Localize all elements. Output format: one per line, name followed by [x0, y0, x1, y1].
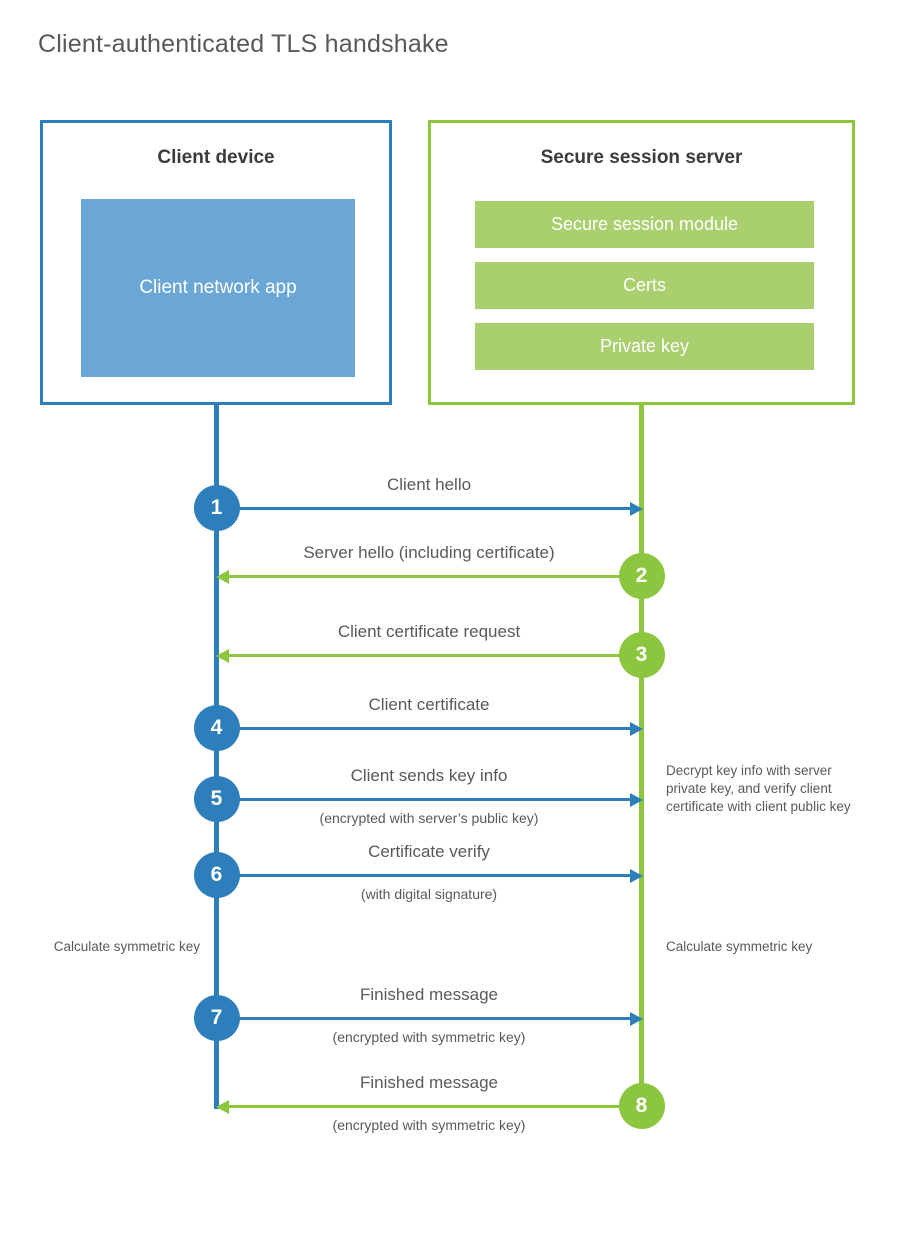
server-component-certs: Certs [475, 262, 814, 309]
message-label-1: Client hello [386, 475, 472, 494]
server-component-private-key: Private key [475, 323, 814, 370]
message-label-7: Finished message [360, 985, 498, 1004]
arrow-line-3 [226, 654, 642, 657]
message-sublabel-8: (encrypted with symmetric key) [332, 1117, 526, 1133]
arrow-line-8 [226, 1105, 642, 1108]
arrow-head-1 [629, 501, 643, 516]
message-label-2: Server hello (including certificate) [303, 543, 555, 562]
step-badge-2[interactable]: 2 [618, 553, 665, 599]
secure-session-server-box: Secure session server Secure session mod… [428, 120, 855, 405]
arrow-head-8 [215, 1099, 229, 1114]
client-device-title: Client device [157, 147, 275, 168]
arrow-head-7 [629, 1011, 643, 1026]
step-badge-4[interactable]: 4 [193, 705, 240, 751]
arrow-head-4 [629, 721, 643, 736]
arrow-head-2 [215, 569, 229, 584]
server-lifeline [639, 402, 644, 1109]
note-server-calculate-symmetric-key: Calculate symmetric key [666, 939, 813, 954]
step-badge-5[interactable]: 5 [193, 776, 240, 822]
arrow-head-6 [629, 868, 643, 883]
message-label-6: Certificate verify [368, 842, 490, 861]
arrow-line-6 [216, 874, 632, 877]
secure-session-server-title: Secure session server [540, 147, 743, 168]
arrow-line-1 [216, 507, 632, 510]
step-badge-7[interactable]: 7 [193, 995, 240, 1041]
page-title: Client-authenticated TLS handshake [38, 30, 449, 58]
step-badge-6[interactable]: 6 [193, 852, 240, 898]
arrow-line-2 [226, 575, 642, 578]
arrow-head-5 [629, 792, 643, 807]
message-sublabel-7: (encrypted with symmetric key) [332, 1029, 526, 1045]
message-label-5: Client sends key info [350, 766, 508, 785]
note-client-calculate-symmetric-key: Calculate symmetric key [53, 939, 200, 954]
arrow-head-3 [215, 648, 229, 663]
note-server-decrypt: Decrypt key info with server private key… [666, 763, 851, 815]
arrow-line-5 [216, 798, 632, 801]
message-label-3: Client certificate request [337, 622, 521, 641]
server-component-list: Secure session module Certs Private key [475, 201, 814, 370]
client-device-box: Client device Client network app [40, 120, 392, 405]
arrow-line-4 [216, 727, 632, 730]
message-label-8: Finished message [360, 1073, 498, 1092]
step-badge-1[interactable]: 1 [193, 485, 240, 531]
client-lifeline [214, 402, 219, 1109]
message-sublabel-6: (with digital signature) [360, 886, 498, 902]
step-badge-3[interactable]: 3 [618, 632, 665, 678]
message-sublabel-5: (encrypted with server’s public key) [319, 810, 539, 826]
step-badge-8[interactable]: 8 [618, 1083, 665, 1129]
message-label-4: Client certificate [368, 695, 490, 714]
arrow-line-7 [216, 1017, 632, 1020]
client-network-app-block: Client network app [81, 199, 355, 377]
server-component-secure-session-module: Secure session module [475, 201, 814, 248]
